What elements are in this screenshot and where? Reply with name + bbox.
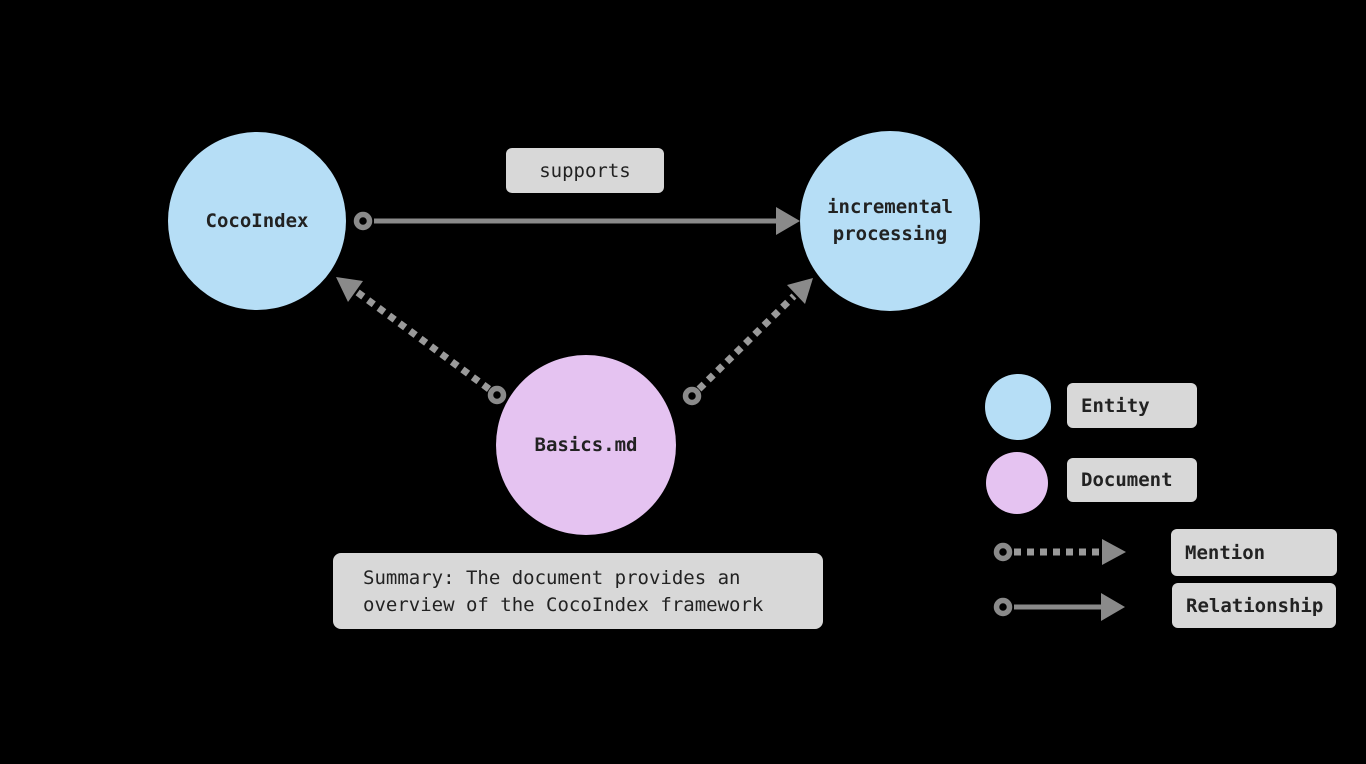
edge-label-supports: supports (506, 148, 664, 193)
legend-relationship-label: Relationship (1172, 583, 1336, 628)
node-cocoindex-label: CocoIndex (205, 209, 309, 232)
mention-edge-2-line (696, 293, 797, 392)
legend-mention-ring (993, 542, 1013, 562)
legend-relationship-ring (993, 597, 1013, 617)
legend-mention-label: Mention (1171, 529, 1337, 576)
legend-entity-label: Entity (1067, 383, 1197, 428)
mention-edge-1-line (354, 289, 492, 392)
mention-edge-1-source-ring (487, 385, 507, 405)
legend-document-label: Document (1067, 458, 1197, 502)
summary-line-2: overview of the CocoIndex framework (363, 594, 764, 616)
legend-entity-circle-icon (985, 374, 1051, 440)
legend-document-circle-icon (986, 452, 1048, 514)
mention-edge-1-arrowhead-icon (336, 277, 363, 302)
node-cocoindex: CocoIndex (168, 132, 346, 310)
summary-box: Summary: The document provides an overvi… (333, 553, 823, 629)
relationship-edge-source-ring (353, 211, 373, 231)
relationship-edge-arrowhead-icon (776, 207, 800, 235)
node-incremental-processing-label: incremental processing (827, 196, 953, 245)
node-basics-md-label: Basics.md (534, 433, 638, 456)
summary-line-1: Summary: The document provides an (363, 567, 741, 589)
mention-edge-2-source-ring (682, 386, 702, 406)
mention-edge-2-arrowhead-icon (787, 278, 813, 304)
legend-mention-arrowhead-icon (1102, 539, 1126, 565)
node-basics-md: Basics.md (496, 355, 676, 535)
node-incremental-processing: incremental processing (800, 131, 980, 311)
legend-relationship-arrowhead-icon (1101, 593, 1125, 621)
